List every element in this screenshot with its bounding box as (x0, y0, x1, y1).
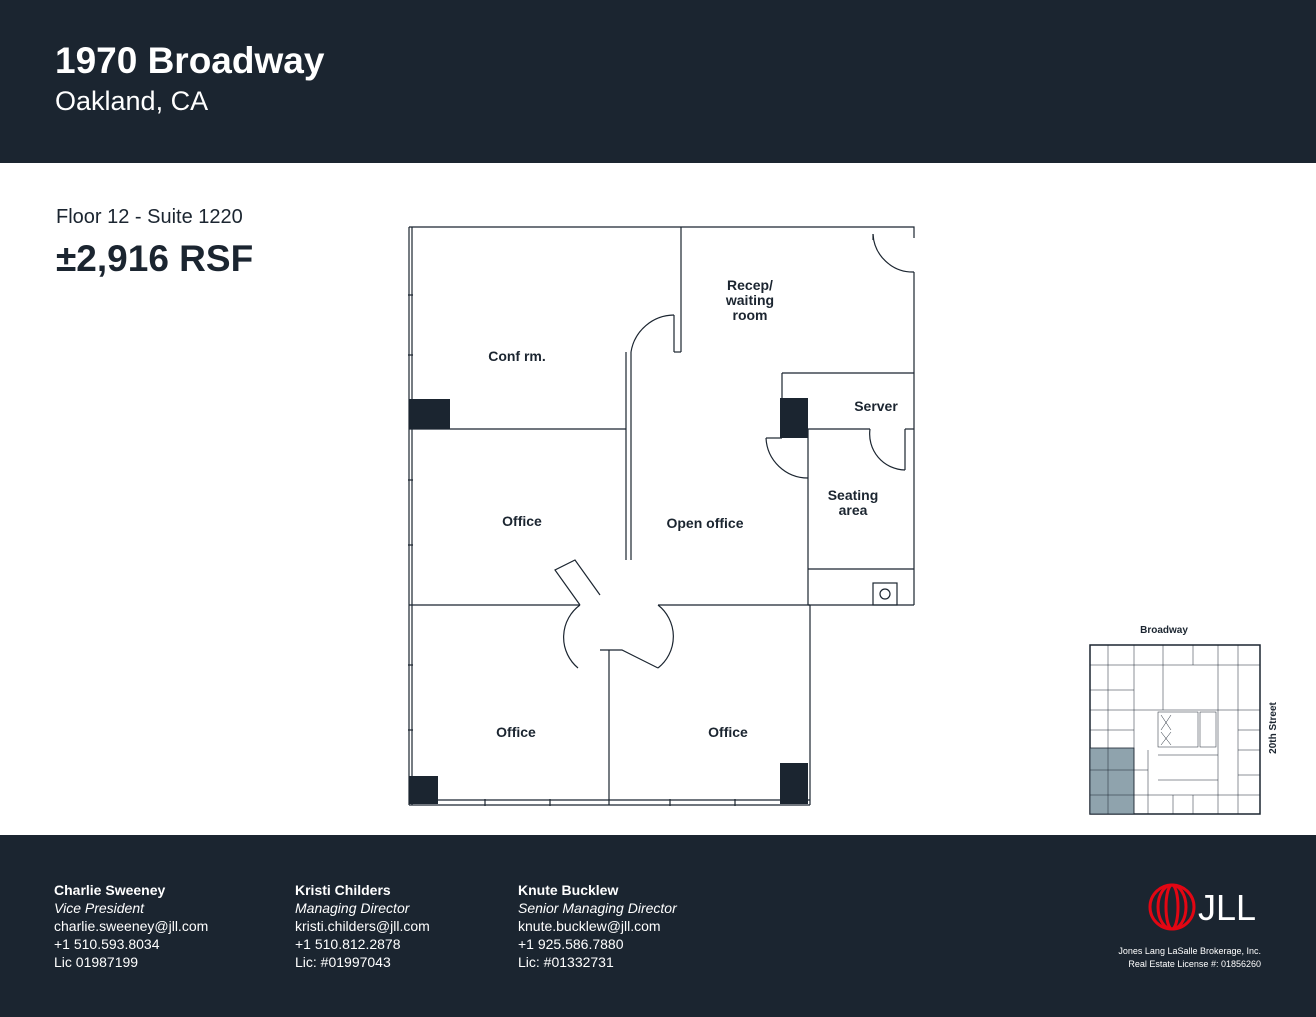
contact-title: Senior Managing Director (518, 900, 677, 916)
footer-band: Charlie Sweeney Vice President charlie.s… (0, 835, 1316, 1017)
room-label-server: Server (854, 398, 898, 414)
floor-plan: Conf rm. Recep/ waiting room Server Seat… (408, 226, 915, 806)
street-label-broadway: Broadway (1140, 625, 1188, 636)
contact-phone: +1 925.586.7880 (518, 936, 624, 952)
contact-email[interactable]: knute.bucklew@jll.com (518, 918, 661, 934)
jll-logo: JLL (1148, 883, 1256, 931)
suite-label: Floor 12 - Suite 1220 (56, 206, 243, 228)
contact-name: Knute Bucklew (518, 882, 619, 898)
contact-name: Kristi Childers (295, 882, 391, 898)
room-label-recep-1: Recep/ (727, 277, 773, 293)
room-label-office-sw: Office (496, 724, 536, 740)
rsf-value: ±2,916 RSF (56, 238, 254, 279)
contact-license: Lic 01987199 (54, 954, 139, 970)
street-label-20th: 20th Street (1268, 701, 1279, 753)
room-label-seating-1: Seating (828, 487, 879, 503)
legal-text: Jones Lang LaSalle Brokerage, Inc. Real … (1118, 945, 1261, 971)
header-band: 1970 Broadway Oakland, CA (0, 0, 1316, 163)
building-title: 1970 Broadway (55, 40, 325, 81)
room-label-recep-3: room (733, 307, 768, 323)
legal-company: Jones Lang LaSalle Brokerage, Inc. (1118, 946, 1261, 956)
room-label-office-se: Office (708, 724, 748, 740)
contact-email[interactable]: kristi.childers@jll.com (295, 918, 430, 934)
jll-swirl-icon (1148, 883, 1196, 931)
contact-name: Charlie Sweeney (54, 882, 166, 898)
contact-phone: +1 510.812.2878 (295, 936, 401, 952)
room-label-seating-2: area (839, 502, 868, 518)
key-plan: Broadway 20th Street (1089, 625, 1279, 815)
legal-license: Real Estate License #: 01856260 (1128, 959, 1261, 969)
contact-title: Managing Director (295, 900, 410, 916)
room-label-recep-2: waiting (725, 292, 774, 308)
contact-title: Vice President (54, 900, 145, 916)
room-label-open-office: Open office (666, 515, 743, 531)
room-label-office-west: Office (502, 513, 542, 529)
contact-phone: +1 510.593.8034 (54, 936, 160, 952)
jll-wordmark: JLL (1198, 887, 1256, 928)
contact-card-2: Kristi Childers Managing Director kristi… (295, 881, 430, 971)
contact-license: Lic: #01997043 (295, 954, 391, 970)
room-label-conf: Conf rm. (488, 348, 546, 364)
contact-card-3: Knute Bucklew Senior Managing Director k… (518, 881, 677, 971)
contact-license: Lic: #01332731 (518, 954, 614, 970)
contact-email[interactable]: charlie.sweeney@jll.com (54, 918, 209, 934)
contact-card-1: Charlie Sweeney Vice President charlie.s… (54, 881, 208, 971)
building-location: Oakland, CA (55, 86, 209, 116)
